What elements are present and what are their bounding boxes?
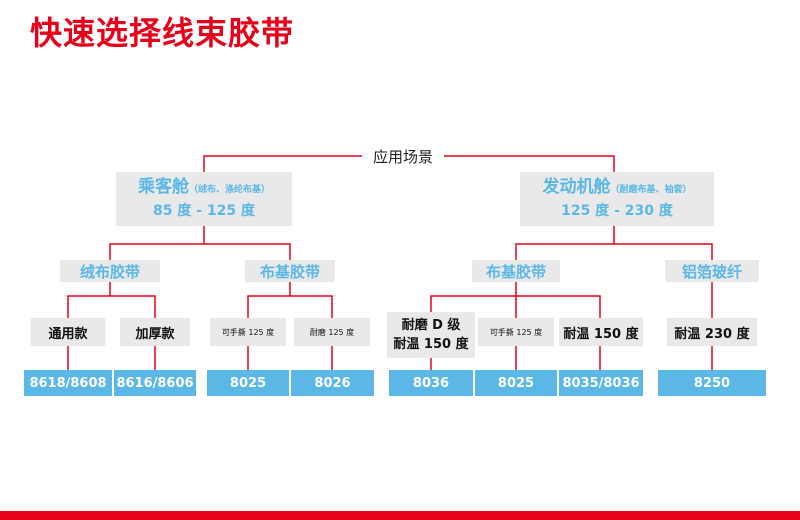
cabin-name: 乘客舱: [137, 177, 189, 197]
type-line: 耐温 150 度: [393, 337, 469, 352]
product-code: 8025: [207, 370, 289, 396]
category-node-cloth-tape: 布基胶带: [472, 260, 560, 282]
cabin-temperature-range: 125 度 - 230 度: [561, 203, 673, 219]
type-node: 耐温 230 度: [667, 318, 757, 346]
product-code: 8616/8606: [114, 370, 196, 396]
product-code: 8618/8608: [24, 370, 112, 396]
cabin-node-engine: 发动机舱（耐磨布基、袖套） 125 度 - 230 度: [520, 172, 714, 226]
product-code: 8250: [658, 370, 766, 396]
type-node: 耐温 150 度: [559, 318, 643, 346]
product-code: 8035/8036: [559, 370, 643, 396]
type-node: 耐磨 D 级 耐温 150 度: [387, 312, 475, 358]
cabin-material: （绒布、涤纶布基）: [188, 185, 270, 195]
category-node-aluminum-fiberglass: 铝箔玻纤: [665, 260, 759, 282]
type-node: 可手撕 125 度: [478, 318, 554, 346]
footer-accent-bar: [0, 511, 800, 520]
category-node-cloth-tape: 布基胶带: [245, 260, 335, 282]
type-node: 可手撕 125 度: [210, 318, 286, 346]
cabin-temperature-range: 85 度 - 125 度: [152, 203, 255, 219]
product-code: 8026: [291, 370, 374, 396]
type-node: 加厚款: [120, 318, 190, 346]
product-code: 8025: [475, 370, 557, 396]
type-line: 耐磨 D 级: [401, 318, 461, 333]
type-node: 通用款: [31, 318, 105, 346]
type-node: 耐磨 125 度: [294, 318, 370, 346]
cabin-name: 发动机舱: [542, 177, 611, 197]
category-node-flannel-tape: 绒布胶带: [60, 260, 160, 282]
cabin-node-passenger: 乘客舱（绒布、涤纶布基） 85 度 - 125 度: [116, 172, 292, 226]
product-code: 8036: [389, 370, 473, 396]
page-title: 快速选择线束胶带: [30, 14, 295, 52]
root-node-application: 应用场景: [362, 145, 444, 167]
cabin-material: （耐磨布基、袖套）: [610, 185, 692, 195]
